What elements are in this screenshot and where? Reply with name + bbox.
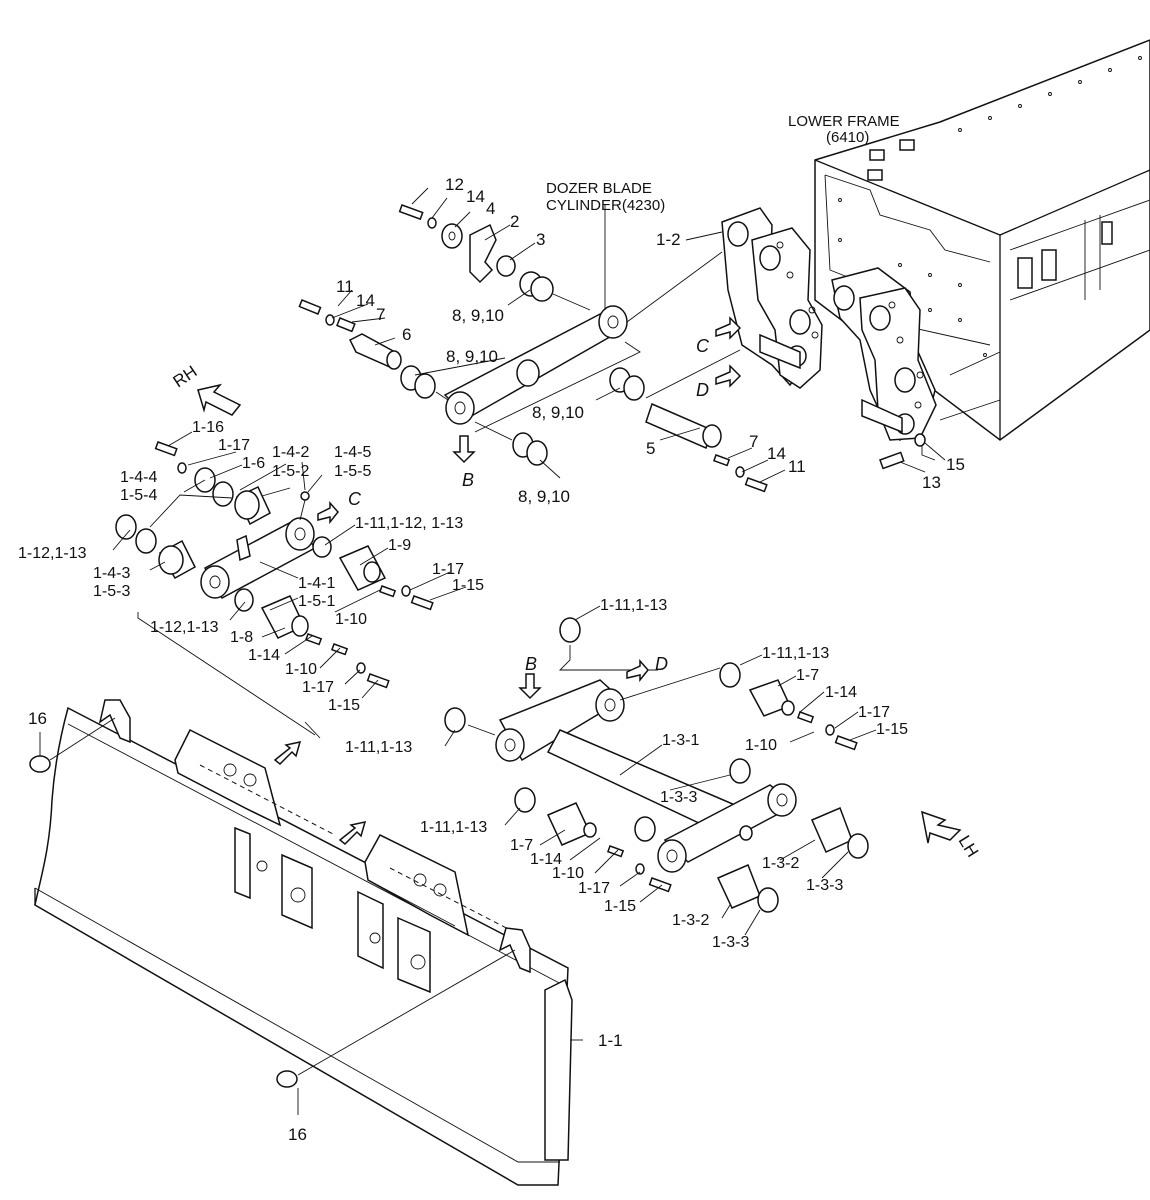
mount-bracket-1-2	[721, 207, 937, 441]
callout-1-10-c: 1-10	[745, 737, 777, 754]
callout-1-14-c: 1-14	[530, 851, 562, 868]
callout-1-3-2-a: 1-3-2	[762, 855, 799, 872]
view-b-label-2: B	[525, 654, 537, 674]
dozer-blade	[29, 699, 573, 1186]
callout-1-16: 1-16	[192, 419, 224, 436]
callout-1-9: 1-9	[388, 537, 411, 554]
callout-8-9-10-a: 8, 9,10	[452, 306, 504, 325]
left-arm-assembly	[115, 441, 434, 689]
callout-1-12-1-13-a: 1-12,1-13	[18, 545, 87, 562]
dozer-blade-cylinder	[443, 305, 628, 425]
callout-1-17-c: 1-17	[302, 679, 334, 696]
callout-1-5-2: 1-5-2	[272, 463, 309, 480]
callout-1-10-a: 1-10	[335, 611, 367, 628]
view-d-label-1: D	[696, 380, 709, 400]
view-c-label-2: C	[696, 336, 710, 356]
callout-1-15-d: 1-15	[604, 898, 636, 915]
callout-1-11-1-13-a: 1-11,1-13	[600, 597, 667, 614]
pin-6-assembly	[298, 299, 436, 399]
callout-1-11-1-12-1-13: 1-11,1-12, 1-13	[355, 515, 463, 532]
callout-1-1: 1-1	[598, 1031, 623, 1050]
callout-16-bottom: 16	[288, 1125, 307, 1144]
callout-14-mid: 14	[356, 291, 375, 310]
callout-1-10-b: 1-10	[285, 661, 317, 678]
callout-1-7-a: 1-7	[796, 667, 819, 684]
callout-labels: 12 14 4 2 3 11 14 7 6 8, 9,10 8, 9,10 8,…	[18, 175, 965, 1144]
lower-frame-ref: (6410)	[826, 129, 869, 146]
callout-3: 3	[536, 230, 545, 249]
callout-15: 15	[946, 455, 965, 474]
callout-1-4-1: 1-4-1	[298, 575, 335, 592]
callout-1-7-b: 1-7	[510, 837, 533, 854]
pin-5-assembly	[512, 367, 768, 493]
center-link-assembly	[444, 617, 869, 913]
view-c-label-1: C	[348, 489, 362, 509]
bolt-13-washer-15	[879, 433, 926, 470]
callout-6: 6	[402, 325, 411, 344]
callout-7-low: 7	[749, 432, 758, 451]
lower-frame-title: LOWER FRAME	[788, 113, 900, 130]
callout-1-3-2-b: 1-3-2	[672, 912, 709, 929]
rh-label: RH	[170, 362, 201, 391]
callout-1-17-e: 1-17	[578, 880, 610, 897]
callout-1-11-1-13-d: 1-11,1-13	[420, 819, 487, 836]
callout-12: 12	[445, 175, 464, 194]
view-b-label-1: B	[462, 470, 474, 490]
callout-5: 5	[646, 439, 655, 458]
callout-1-5-1: 1-5-1	[298, 593, 335, 610]
callout-leaders	[112, 187, 946, 936]
callout-1-3-3-b: 1-3-3	[806, 877, 843, 894]
callout-8-9-10-b: 8, 9,10	[446, 347, 498, 366]
callout-1-10-d: 1-10	[552, 865, 584, 882]
dozer-cylinder-title-2: CYLINDER(4230)	[546, 197, 665, 214]
callout-1-4-5: 1-4-5	[334, 444, 371, 461]
callout-1-11-1-13-c: 1-11,1-13	[345, 739, 412, 756]
callout-4: 4	[486, 199, 495, 218]
callout-1-4-4: 1-4-4	[120, 469, 157, 486]
callout-7-top: 7	[376, 305, 385, 324]
callout-1-3-3-a: 1-3-3	[660, 789, 697, 806]
callout-11-low: 11	[788, 457, 806, 476]
callout-1-15-a: 1-15	[452, 577, 484, 594]
upper-pin-hardware	[398, 204, 554, 302]
callout-1-3-3-c: 1-3-3	[712, 934, 749, 951]
callout-1-2: 1-2	[656, 230, 681, 249]
lower-frame	[814, 39, 1150, 441]
callout-1-11-1-13-b: 1-11,1-13	[762, 645, 829, 662]
callout-1-5-5: 1-5-5	[334, 463, 371, 480]
callout-1-4-3: 1-4-3	[93, 565, 130, 582]
view-arrows	[273, 316, 742, 846]
callout-8-9-10-d: 8, 9,10	[518, 487, 570, 506]
callout-1-5-3: 1-5-3	[93, 583, 130, 600]
callout-1-15-b: 1-15	[328, 697, 360, 714]
rh-arrow	[197, 383, 242, 416]
dozer-cylinder-title-1: DOZER BLADE	[546, 180, 652, 197]
callout-2: 2	[510, 212, 519, 231]
callout-14-top: 14	[466, 187, 485, 206]
callout-1-3-1: 1-3-1	[662, 732, 699, 749]
callout-8-9-10-c: 8, 9,10	[532, 403, 584, 422]
view-d-label-2: D	[655, 654, 668, 674]
callout-1-12-1-13-b: 1-12,1-13	[150, 619, 219, 636]
callout-1-4-2: 1-4-2	[272, 444, 309, 461]
callout-1-14-a: 1-14	[248, 647, 280, 664]
callout-11-top: 11	[336, 277, 354, 296]
lh-label: LH	[955, 832, 983, 861]
callout-14-low: 14	[767, 444, 786, 463]
callout-1-15-c: 1-15	[876, 721, 908, 738]
callout-1-8: 1-8	[230, 629, 253, 646]
callout-1-14-b: 1-14	[825, 684, 857, 701]
callout-1-17-a: 1-17	[218, 437, 250, 454]
callout-16-left: 16	[28, 709, 47, 728]
lh-arrow	[921, 810, 962, 844]
callout-1-17-d: 1-17	[858, 704, 890, 721]
callout-13: 13	[922, 473, 941, 492]
callout-1-6: 1-6	[242, 455, 265, 472]
callout-1-5-4: 1-5-4	[120, 487, 157, 504]
callout-1-17-b: 1-17	[432, 561, 464, 578]
